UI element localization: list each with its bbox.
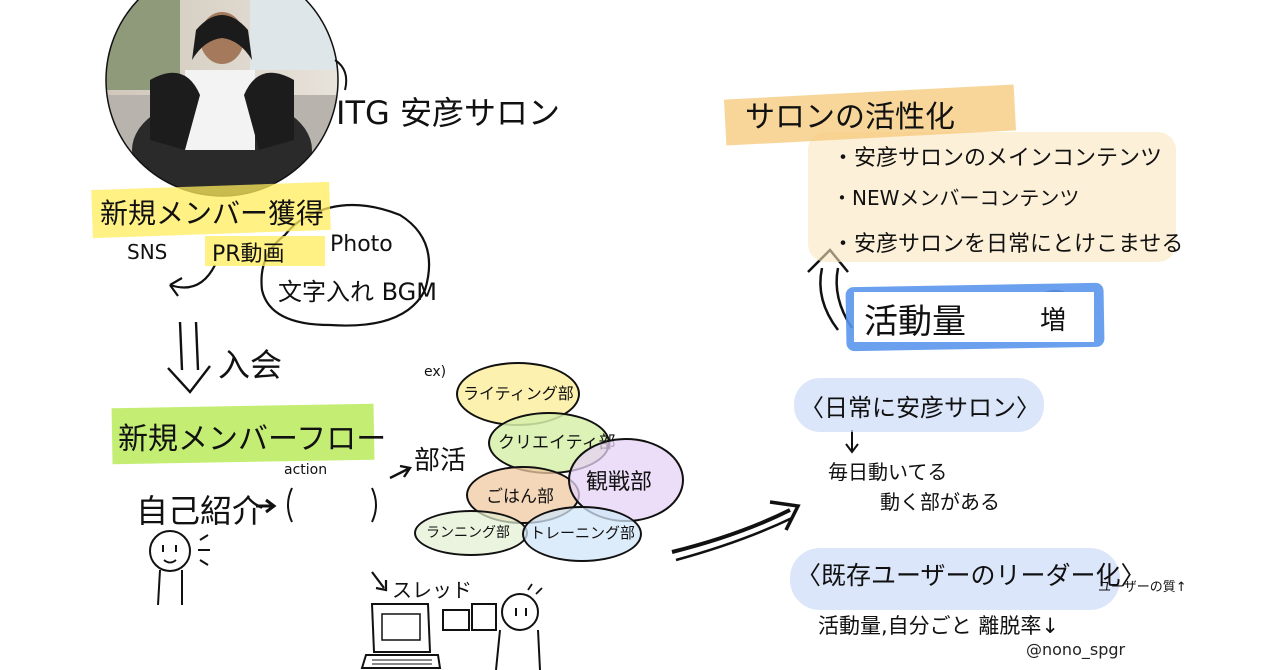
daily-heading: 〈日常に安彦サロン〉 [800, 394, 1040, 422]
daily-note-2: 動く部がある [880, 490, 1000, 514]
increase-label: 増 [1040, 306, 1067, 336]
daily-bg [794, 378, 1044, 432]
club-training: トレーニング部 [530, 524, 636, 542]
user-quality-label: ユーザーの質↑ [1098, 580, 1187, 595]
content-bg [808, 132, 1176, 262]
club-running: ランニング部 [426, 525, 510, 541]
self-intro-label: 自己紹介 [136, 492, 265, 530]
leader-bg [790, 548, 1120, 610]
ex-label: ex) [424, 364, 447, 380]
club-label: 部活 [414, 446, 467, 476]
profile-photo [106, 0, 338, 196]
club-bubble-running [414, 510, 528, 556]
club-watching: 観戦部 [586, 470, 653, 495]
metrics-label: 活動量,自分ごと 離脱率↓ [818, 614, 1059, 638]
action-label: action [284, 462, 328, 478]
acquire-heading: 新規メンバー獲得 [100, 197, 325, 230]
bullet-main-content: ・安彦サロンのメインコンテンツ [832, 146, 1163, 171]
thread-label: スレッド [392, 578, 472, 602]
flow-heading: 新規メンバーフロー [118, 422, 387, 457]
club-bubble-training [522, 506, 642, 562]
salon-title: ITG 安彦サロン [336, 94, 560, 132]
activation-heading: サロンの活性化 [745, 100, 955, 135]
pr-video-label: PR動画 [212, 242, 285, 267]
bullet-daily: ・安彦サロンを日常にとけこませる [832, 232, 1184, 257]
club-writing: ライティング部 [463, 384, 574, 403]
activity-box [854, 292, 1094, 342]
leader-heading: 〈既存ユーザーのリーダー化〉 [796, 561, 1146, 590]
text-bgm-label: 文字入れ BGM [278, 278, 437, 306]
photo-label: Photo [330, 232, 393, 257]
daily-note-1: 毎日動いてる [828, 460, 948, 484]
sns-label: SNS [127, 240, 168, 264]
activity-label: 活動量 [864, 302, 966, 342]
pr-highlight [205, 236, 325, 266]
join-label: 入会 [218, 346, 283, 384]
bullet-new-member: ・NEWメンバーコンテンツ [832, 186, 1080, 210]
club-food: ごはん部 [486, 487, 554, 507]
author-handle: @nono_spgr [1026, 640, 1126, 659]
